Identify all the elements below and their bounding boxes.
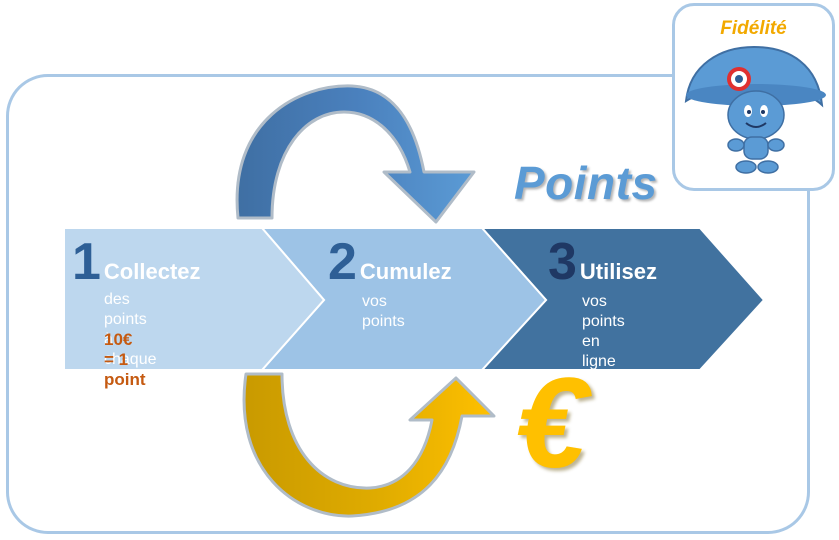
step-3-heading: 3 Utilisez [548, 236, 657, 288]
step-1-heading: 1 Collectez [72, 236, 201, 288]
step-1-desc-line: chaque achat [104, 351, 157, 388]
points-title: Points [514, 157, 658, 209]
step-2-title: Cumulez [359, 259, 452, 284]
step-3-title: Utilisez [579, 259, 657, 284]
step-1-description: des points à chaque achat [104, 290, 157, 390]
step-2-heading: 2 Cumulez [328, 236, 452, 288]
badge-title: Fidélité [720, 18, 787, 39]
step-1-highlight: 10€ = 1 point [104, 330, 146, 389]
step-3-description: vos points en ligne [582, 292, 625, 372]
euro-symbol: € [516, 352, 588, 495]
step-2-desc-line: vos points [362, 293, 405, 330]
step-3-number: 3 [548, 233, 577, 291]
top-cycle-arrow [235, 84, 476, 224]
step-1-title: Collectez [103, 259, 201, 284]
step-1-number: 1 [72, 233, 101, 291]
napoleon-hat-mascot-icon [684, 45, 826, 174]
step-1-desc-line: des points à [104, 291, 147, 348]
step-3-desc-line: ligne [582, 353, 616, 370]
step-2-description: vos points [362, 292, 405, 332]
step-3-desc-line: vos points en [582, 293, 625, 350]
fidelite-badge: Fidélité [672, 3, 835, 191]
step-2-number: 2 [328, 233, 357, 291]
step1-chevron [63, 227, 326, 371]
bottom-cycle-arrow [242, 372, 496, 518]
